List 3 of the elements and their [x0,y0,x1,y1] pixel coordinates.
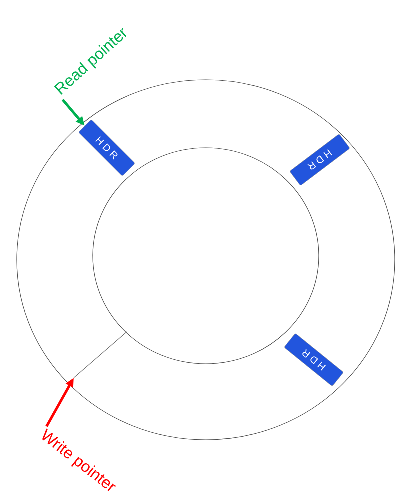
header-block: H D R [79,120,135,176]
header-block: H D R [290,134,350,186]
header-block: H D R [284,334,344,386]
